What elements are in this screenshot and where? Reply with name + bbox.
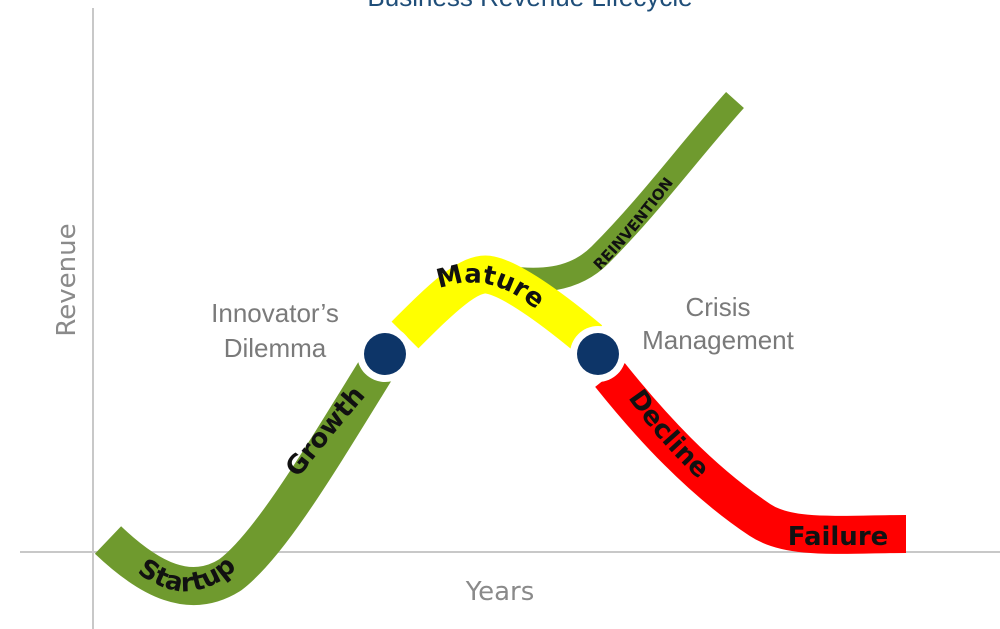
diagram-title: Business Revenue Lifecycle (367, 0, 692, 12)
stage-label-failure: Failure (788, 522, 889, 552)
crisis-management-dot (577, 333, 619, 375)
innovators-dilemma-dot (364, 333, 406, 375)
y-axis-label: Revenue (52, 223, 82, 336)
innovators-dilemma-line1: Innovator’s (211, 298, 339, 328)
mature-band (391, 255, 603, 355)
innovators-dilemma-line2: Dilemma (224, 333, 327, 363)
crisis-management-line2: Management (642, 325, 795, 355)
crisis-management-line1: Crisis (686, 292, 751, 322)
decline-band (595, 363, 907, 554)
stage-label-reinvention: REINVENTION (590, 174, 677, 274)
growth-band (94, 344, 402, 605)
x-axis-label: Years (465, 577, 535, 607)
